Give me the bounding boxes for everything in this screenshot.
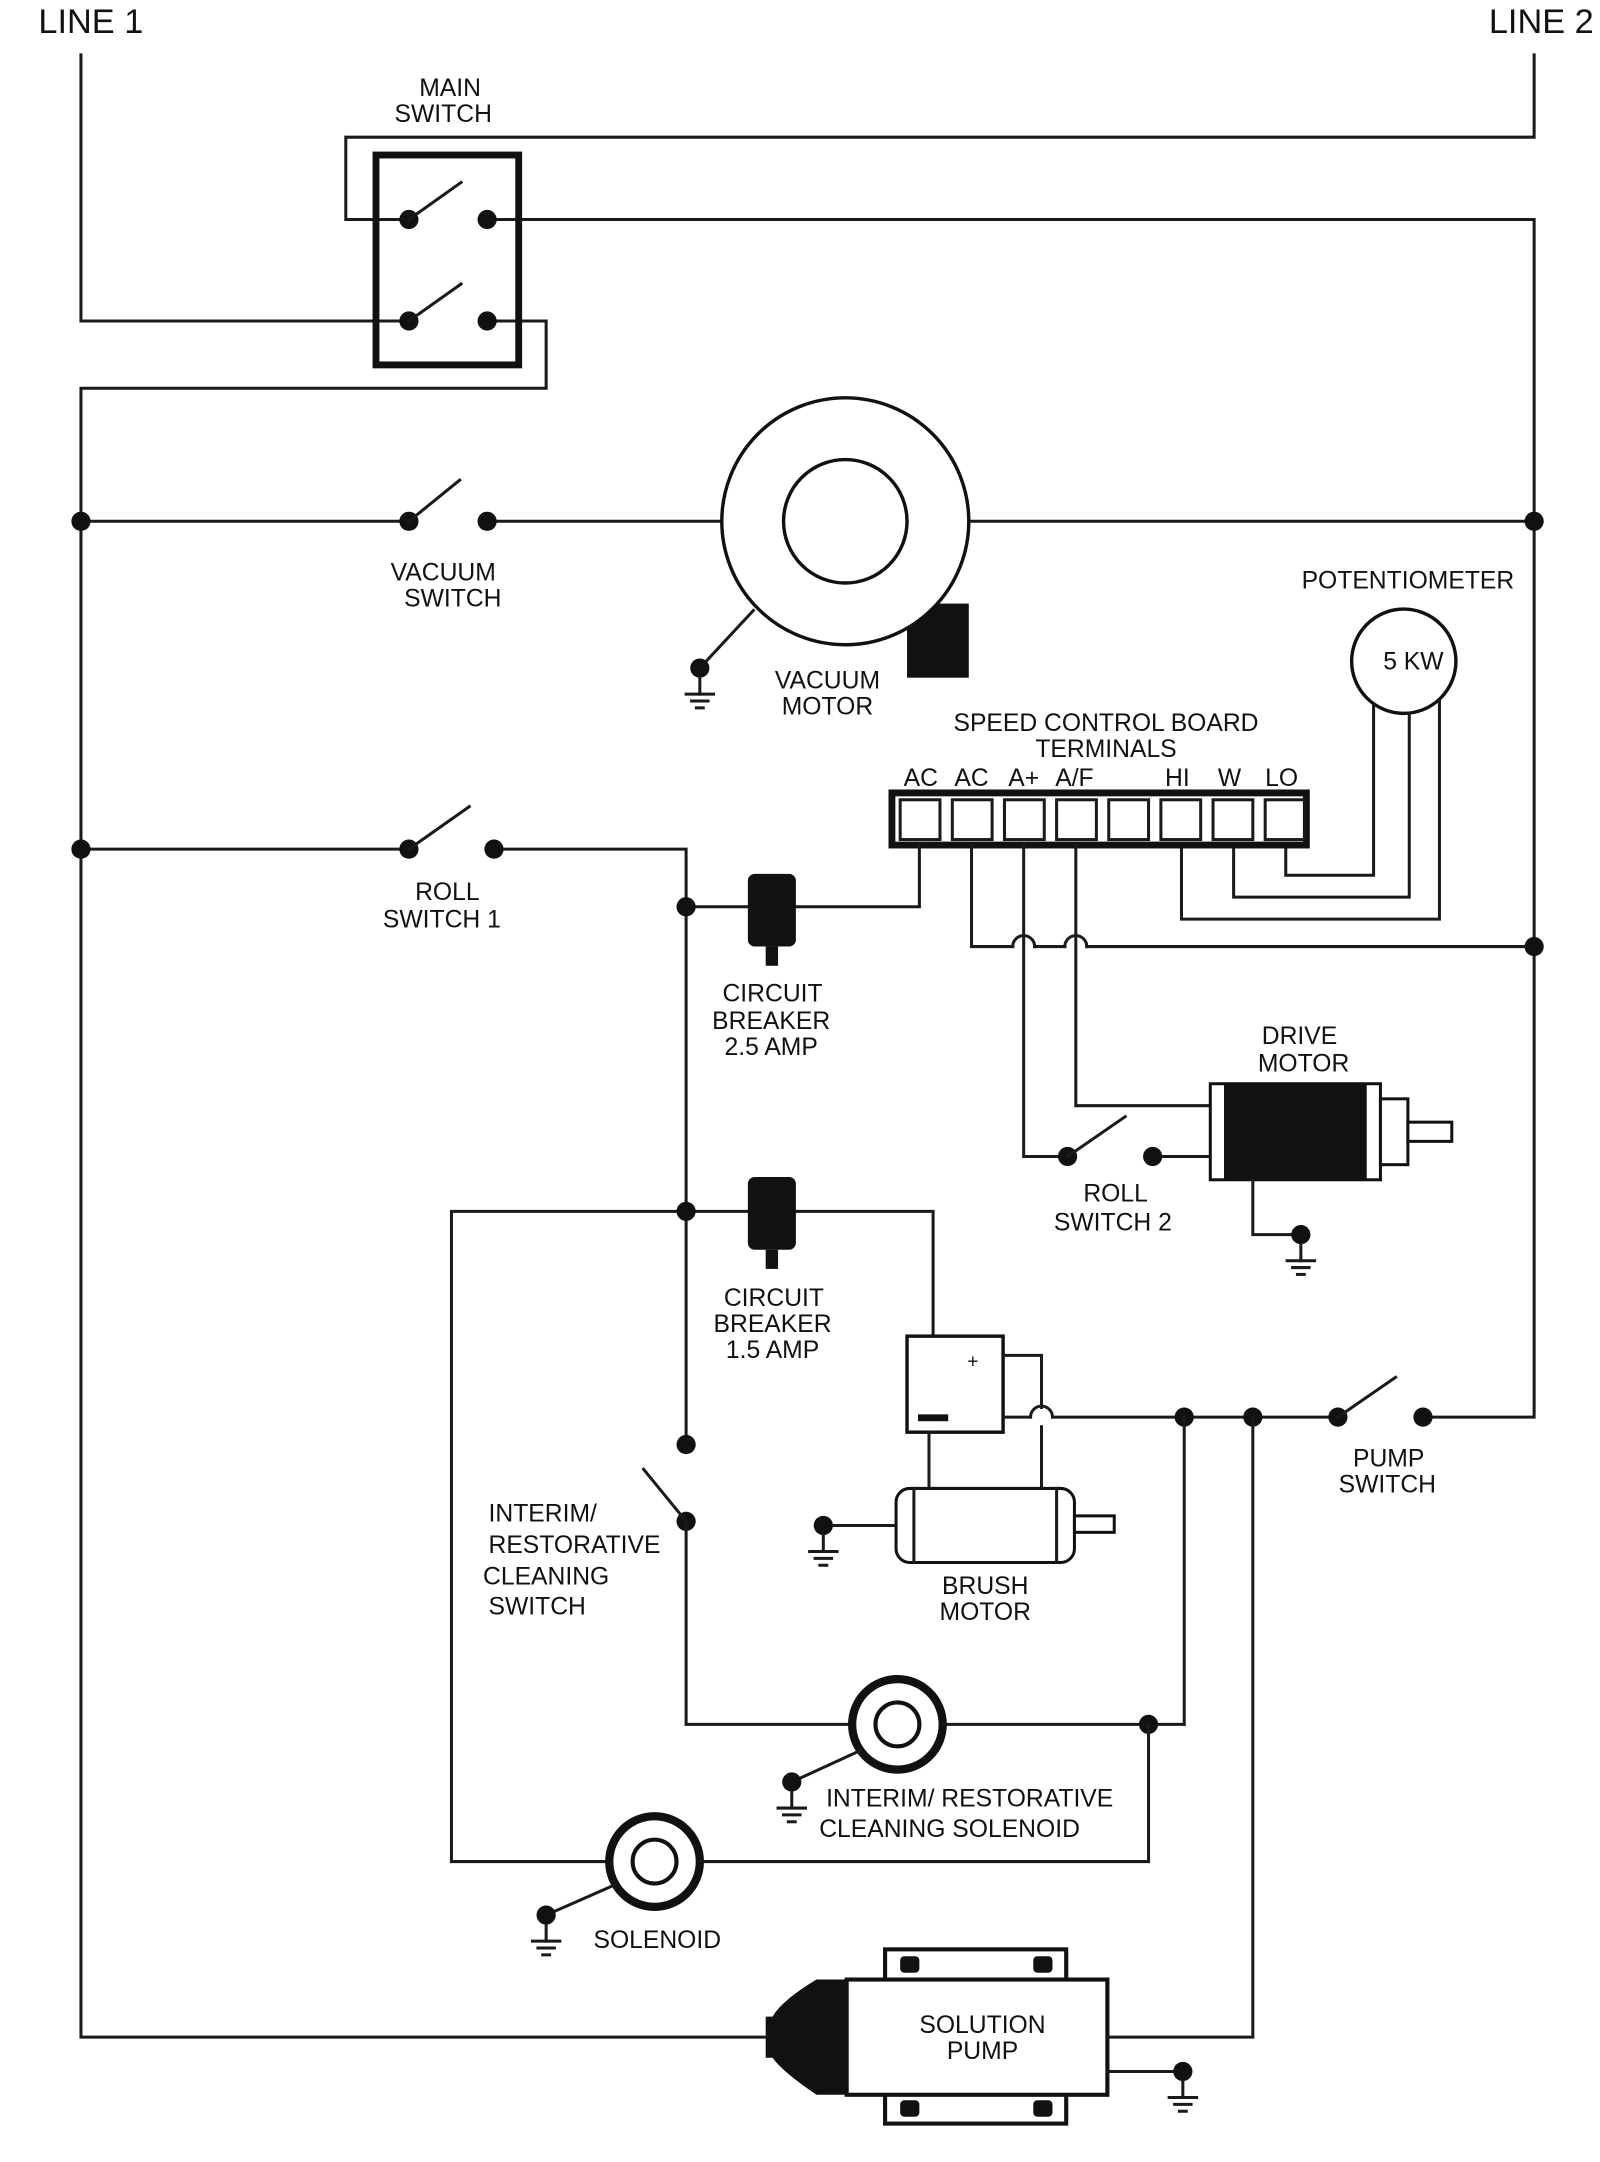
drive-motor-label-1: DRIVE: [1262, 1023, 1337, 1050]
line-2-label: LINE 2: [1489, 3, 1594, 41]
terminal-a-f: A/F: [1055, 765, 1093, 792]
brush-motor-label-2: MOTOR: [940, 1599, 1031, 1626]
drive-motor: [1208, 1082, 1454, 1276]
drive-motor-label-2: MOTOR: [1258, 1050, 1349, 1077]
vacuum-branch: [71, 511, 1544, 531]
line-2-rail: [344, 53, 1536, 1419]
cb15-label-3: 1.5 AMP: [726, 1337, 819, 1364]
circuit-breaker-1-5-amp: [747, 1177, 796, 1269]
roll-switch-2-label-2: SWITCH 2: [1054, 1210, 1172, 1237]
interim-restorative-cleaning-switch: [641, 1434, 854, 1726]
roll-switch-2: [1057, 1114, 1163, 1167]
pump-switch-label-1: PUMP: [1353, 1445, 1424, 1472]
main-switch: [372, 151, 523, 369]
pump-switch-label-2: SWITCH: [1339, 1472, 1436, 1499]
solenoid-label: SOLENOID: [593, 1927, 721, 1954]
solution-pump-label-1: SOLUTION: [919, 2012, 1045, 2039]
vacuum-motor: [684, 396, 971, 710]
vacuum-motor-label-2: MOTOR: [782, 694, 873, 721]
vacuum-switch: [399, 478, 497, 531]
potentiometer-value: 5 KW: [1383, 648, 1444, 675]
terminal-w: W: [1218, 765, 1242, 792]
roll-switch-1: [399, 804, 504, 859]
circuit-breaker-2-5-amp: [747, 873, 796, 966]
solution-pump-label-2: PUMP: [947, 2038, 1018, 2065]
roll-switch-1-label-2: SWITCH 1: [383, 906, 501, 933]
potentiometer: [1179, 607, 1458, 921]
brush-motor-label-1: BRUSH: [942, 1573, 1028, 1600]
terminal-hi: HI: [1165, 765, 1190, 792]
interim-switch-label-1: INTERIM/: [489, 1500, 598, 1527]
line-1-rail: [79, 53, 784, 2039]
cb25-label-1: CIRCUIT: [722, 980, 822, 1007]
interim-switch-label-3: CLEANING: [483, 1563, 609, 1590]
roll-switch-1-branch: [71, 839, 921, 1447]
terminal-ac-1: AC: [904, 765, 938, 792]
control-box-plus: +: [967, 1352, 978, 1373]
vacuum-switch-label-1: VACUUM: [391, 559, 496, 586]
speed-control-label-2: TERMINALS: [1035, 736, 1176, 763]
main-switch-label-2: SWITCH: [395, 101, 492, 128]
cb15-branch: [449, 1201, 935, 1864]
speed-control-label-1: SPEED CONTROL BOARD: [953, 710, 1258, 737]
terminal-lo: LO: [1265, 765, 1298, 792]
roll-switch-2-label-1: ROLL: [1083, 1181, 1148, 1208]
solenoid: [530, 1722, 1151, 1957]
interim-switch-label-2: RESTORATIVE: [489, 1532, 661, 1559]
cb25-label-3: 2.5 AMP: [725, 1034, 818, 1061]
ac-line-to-line2: [970, 843, 1544, 957]
main-switch-label-1: MAIN: [419, 75, 481, 102]
interim-restorative-cleaning-solenoid: [776, 1415, 1186, 1824]
brush-motor: [808, 1486, 1116, 1567]
vacuum-switch-label-2: SWITCH: [404, 585, 501, 612]
interim-solenoid-label-2: CLEANING SOLENOID: [819, 1816, 1080, 1843]
potentiometer-label: POTENTIOMETER: [1302, 568, 1515, 595]
solution-pump: [765, 1415, 1255, 2126]
interim-solenoid-label-1: INTERIM/ RESTORATIVE: [826, 1786, 1113, 1813]
speed-control-board: [888, 789, 1310, 849]
cb15-label-2: BREAKER: [714, 1311, 832, 1338]
pump-switch: [1328, 1375, 1433, 1427]
interim-switch-label-4: SWITCH: [489, 1594, 586, 1621]
cb15-label-1: CIRCUIT: [724, 1285, 824, 1312]
roll-switch-1-label-1: ROLL: [415, 879, 480, 906]
line-1-label: LINE 1: [38, 3, 143, 41]
terminal-ac-2: AC: [954, 765, 988, 792]
vacuum-motor-label-1: VACUUM: [775, 668, 880, 695]
brush-control-box: [905, 1334, 1340, 1490]
terminal-a-plus: A+: [1008, 765, 1039, 792]
cb25-label-2: BREAKER: [712, 1008, 830, 1035]
